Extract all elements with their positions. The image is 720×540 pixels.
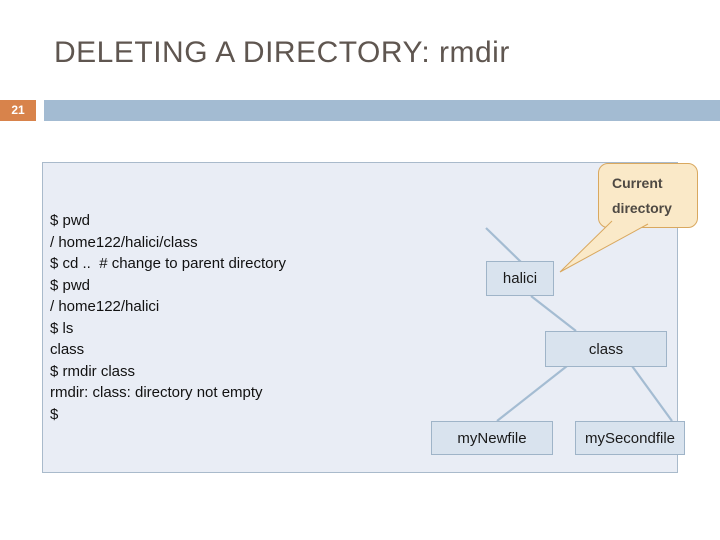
tree-node-label: mySecondfile	[584, 429, 676, 447]
tree-node-halici: halici	[486, 261, 554, 296]
slide-title: DELETING A DIRECTORY: rmdir	[54, 36, 510, 69]
terminal-line: $ ls	[50, 319, 74, 337]
terminal-output: $ pwd / home122/halici/class $ cd .. # c…	[50, 210, 286, 425]
tree-node-class: class	[545, 331, 667, 367]
tree-node-label: myNewfile	[457, 429, 527, 447]
tree-node-mysecondfile: mySecondfile	[575, 421, 685, 455]
terminal-line: $ pwd	[50, 212, 91, 229]
terminal-line: / home122/halici/class	[50, 233, 198, 251]
slide-page-number: 21	[0, 100, 36, 121]
callout-text: Current directory	[612, 175, 672, 216]
terminal-line: $ pwd	[50, 276, 91, 294]
current-directory-callout: Current directory	[598, 163, 698, 228]
terminal-line: $ cd .. # change to parent directory	[50, 255, 286, 272]
terminal-line: $	[50, 405, 59, 423]
tree-node-label: class	[588, 340, 624, 358]
terminal-line: class	[50, 341, 85, 358]
title-underline-bar	[44, 100, 720, 121]
terminal-line: rmdir: class: directory not empty	[50, 384, 263, 401]
tree-node-mynewfile: myNewfile	[431, 421, 553, 455]
tree-node-label: halici	[502, 270, 538, 287]
terminal-line: $ rmdir class	[50, 362, 136, 380]
terminal-line: / home122/halici	[50, 298, 160, 315]
